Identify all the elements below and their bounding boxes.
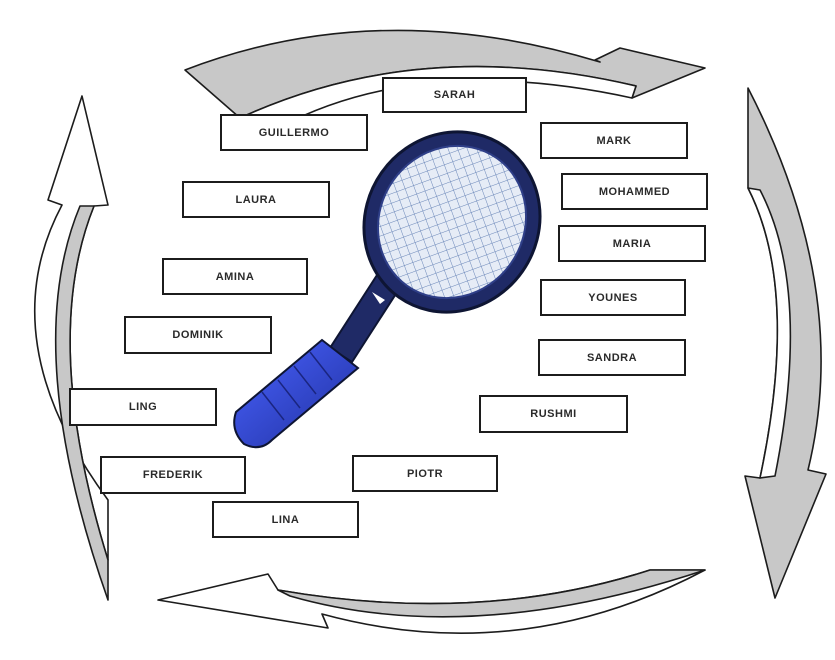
racket-grip [233,338,360,449]
racket-throat-gap [372,292,385,304]
name-label: FREDERIK [142,469,204,481]
name-box-piotr: PIOTR [352,455,498,492]
arrow-right-inner [747,187,792,479]
name-label: DOMINIK [172,329,224,341]
name-label: YOUNES [588,291,638,304]
name-box-dominik: DOMINIK [124,316,272,354]
name-label: MOHAMMED [598,185,671,198]
name-box-laura: LAURA [182,181,330,218]
name-box-guillermo: GUILLERMO [220,114,368,151]
name-label: RUSHMI [530,408,577,420]
name-box-sarah: SARAH [382,77,527,113]
name-label: PIOTR [406,467,444,480]
name-label: LINA [271,513,300,526]
name-box-lina: LINA [212,501,359,538]
name-box-sandra: SANDRA [538,339,686,376]
arrow-bottom-shade [277,569,706,618]
grip-wraps [261,351,333,421]
name-label: LING [128,401,158,413]
name-label: SARAH [433,89,476,101]
name-label: MARIA [612,237,652,250]
name-box-frederik: FREDERIK [100,456,246,494]
name-label: SANDRA [586,351,638,364]
name-box-mark: MARK [540,122,688,159]
name-label: LAURA [235,193,277,206]
name-label: MARK [596,134,632,147]
name-label: AMINA [215,270,255,283]
name-box-mohammed: MOHAMMED [561,173,708,210]
arrow-top-inner [239,65,637,129]
name-box-younes: YOUNES [540,279,686,316]
name-label: GUILLERMO [258,126,330,139]
racket-strings [376,144,528,300]
name-box-rushmi: RUSHMI [479,395,628,433]
name-box-ling: LING [69,388,217,426]
name-box-amina: AMINA [162,258,308,295]
name-box-maria: MARIA [558,225,706,262]
